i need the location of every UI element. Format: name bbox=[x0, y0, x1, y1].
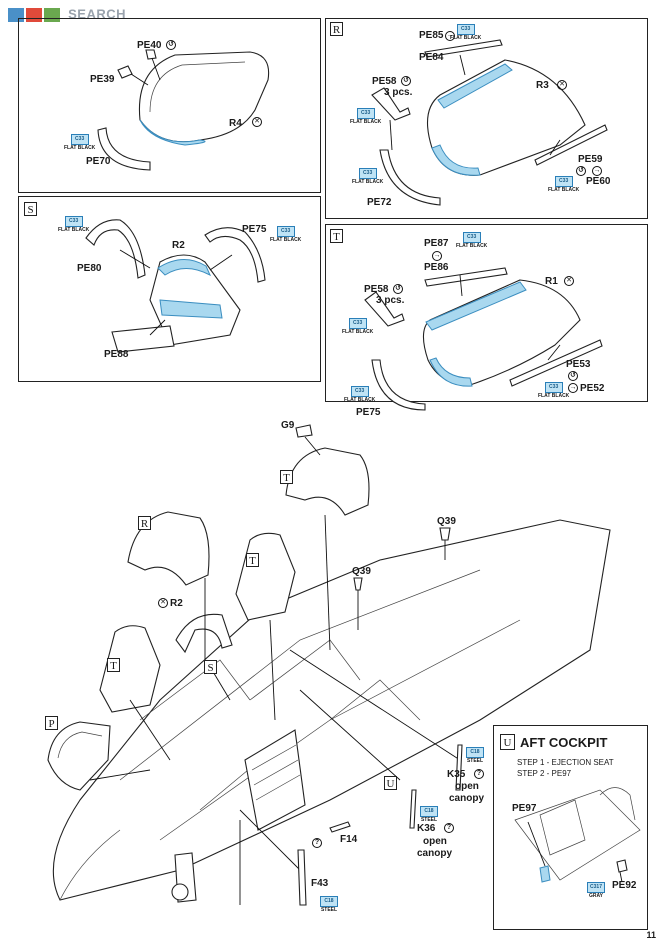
label-f43: F43 bbox=[311, 878, 329, 889]
arrow-icon: → bbox=[445, 31, 455, 41]
label-g9: G9 bbox=[281, 420, 295, 431]
label-canopy: canopy bbox=[417, 848, 453, 859]
fold-icon: ↺ bbox=[166, 40, 176, 50]
question-icon: ? bbox=[444, 823, 454, 833]
label-r3: R3 bbox=[536, 80, 549, 91]
step-1: STEP 1 - EJECTION SEAT bbox=[517, 758, 614, 767]
remove-icon: ✕ bbox=[252, 117, 262, 127]
label-pe72: PE72 bbox=[367, 197, 392, 208]
label-pe59: PE59 bbox=[578, 154, 603, 165]
fold-icon: ↺ bbox=[576, 166, 586, 176]
label-pe85: PE85 bbox=[419, 30, 444, 41]
label-pe75: PE75 bbox=[356, 407, 381, 418]
label-r2: R2 bbox=[172, 240, 185, 251]
label-pe84: PE84 bbox=[419, 52, 444, 63]
panel-aft-cockpit bbox=[493, 725, 648, 930]
panel-letter-s: S bbox=[24, 202, 37, 216]
label-k35: K35 bbox=[447, 769, 466, 780]
panel-letter-t: T bbox=[330, 229, 343, 243]
step-2: STEP 2 - PE97 bbox=[517, 769, 572, 778]
arrow-icon: → bbox=[568, 383, 578, 393]
panel-letter-r: R bbox=[330, 22, 343, 36]
label-f14: F14 bbox=[340, 834, 358, 845]
aft-cockpit-title: AFT COCKPIT bbox=[520, 735, 608, 750]
remove-icon: ✕ bbox=[158, 598, 168, 608]
page-number: 11 bbox=[646, 930, 656, 940]
panel-canopy-front bbox=[18, 18, 321, 193]
label-open: open bbox=[423, 836, 447, 847]
label-pe80: PE80 bbox=[77, 263, 102, 274]
panel-letter-t: T bbox=[280, 470, 293, 484]
remove-icon: ✕ bbox=[564, 276, 574, 286]
label-r4: R4 bbox=[229, 118, 242, 129]
label-open: open bbox=[455, 781, 479, 792]
label-k36: K36 bbox=[417, 823, 436, 834]
aft-cockpit-steps: STEP 1 - EJECTION SEAT STEP 2 - PE97 bbox=[517, 757, 614, 779]
label-pe40: PE40 bbox=[137, 40, 162, 51]
label-pe86: PE86 bbox=[424, 262, 449, 273]
label-pe58: PE58 bbox=[372, 76, 397, 87]
fold-icon: ↺ bbox=[393, 284, 403, 294]
label-qty: 3 pcs. bbox=[376, 295, 405, 306]
remove-icon: ✕ bbox=[557, 80, 567, 90]
label-r1: R1 bbox=[545, 276, 558, 287]
label-pe53: PE53 bbox=[566, 359, 591, 370]
label-pe88: PE88 bbox=[104, 349, 129, 360]
panel-letter-s: S bbox=[204, 660, 217, 674]
question-icon: ? bbox=[312, 838, 322, 848]
arrow-icon: → bbox=[592, 166, 602, 176]
panel-s bbox=[18, 196, 321, 382]
panel-letter-u: U bbox=[384, 776, 397, 790]
panel-letter-t: T bbox=[246, 553, 259, 567]
label-pe60: PE60 bbox=[586, 176, 611, 187]
label-q39: Q39 bbox=[352, 566, 371, 577]
question-icon: ? bbox=[474, 769, 484, 779]
label-q39: Q39 bbox=[437, 516, 456, 527]
panel-letter-u: U bbox=[500, 734, 515, 750]
label-pe92: PE92 bbox=[612, 880, 637, 891]
panel-t bbox=[325, 224, 648, 402]
panel-letter-r: R bbox=[138, 516, 151, 530]
fold-icon: ↺ bbox=[568, 371, 578, 381]
panel-r bbox=[325, 18, 648, 219]
label-pe58: PE58 bbox=[364, 284, 389, 295]
panel-letter-p: P bbox=[45, 716, 58, 730]
label-qty: 3 pcs. bbox=[384, 87, 413, 98]
label-pe97: PE97 bbox=[512, 803, 537, 814]
label-pe39: PE39 bbox=[90, 74, 115, 85]
label-pe87: PE87 bbox=[424, 238, 449, 249]
fold-icon: ↺ bbox=[401, 76, 411, 86]
label-canopy: canopy bbox=[449, 793, 485, 804]
arrow-icon: → bbox=[432, 251, 442, 261]
panel-letter-t: T bbox=[107, 658, 120, 672]
label-pe75: PE75 bbox=[242, 224, 267, 235]
label-r2: R2 bbox=[170, 598, 183, 609]
label-pe52: PE52 bbox=[580, 383, 605, 394]
watermark-text: SEARCH bbox=[68, 6, 127, 22]
label-pe70: PE70 bbox=[86, 156, 111, 167]
